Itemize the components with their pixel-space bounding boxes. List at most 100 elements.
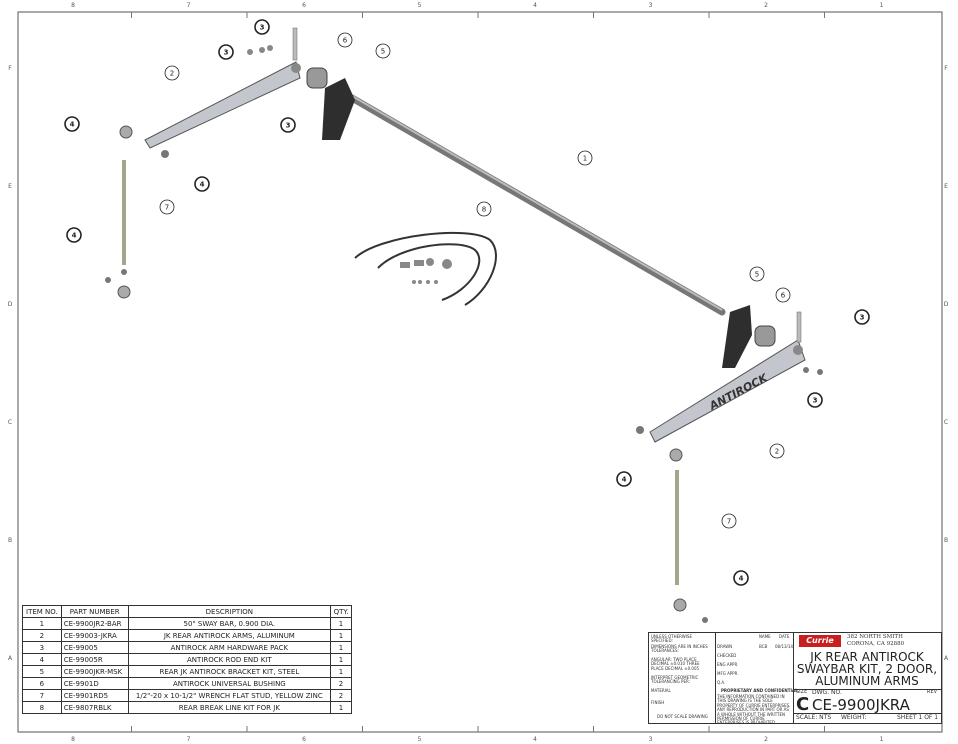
bom-cell: REAR JK ANTIROCK BRACKET KIT, STEEL [127,665,332,678]
right-arm [649,339,806,443]
bom-cell: 1 [330,641,352,654]
zone-column-label: 6 [302,736,306,743]
left-rod-end-bottom [117,285,131,299]
tb-dwg-label: DWG. NO. [812,689,842,696]
left-bracket [322,78,355,140]
zone-column-label: 5 [418,736,422,743]
bom-cell: 5 [22,665,62,678]
balloon-number: 1 [583,155,587,163]
balloon-8: 8 [476,201,492,217]
balloon-1: 1 [577,150,593,166]
bom-cell: 2 [330,677,352,690]
left-arm-bolt [291,63,301,73]
bom-cell: 1 [330,665,352,678]
bom-cell: 1 [330,629,352,642]
brake-line-hardware [400,258,452,284]
balloon-number: 3 [224,49,229,57]
sway-bar-highlight [351,95,723,311]
zone-row-label: C [8,419,12,426]
tb-mfg: MFG APPR. [717,671,739,676]
zone-row-label: D [944,301,949,308]
bom-cell: JK REAR ANTIROCK ARMS, ALUMINUM [127,629,332,642]
bom-header: QTY. [330,605,352,618]
bom-header: DESCRIPTION [127,605,332,618]
tb-name-header: NAME [759,634,771,639]
left-rod-end-top [119,125,133,139]
bom-cell: 2 [22,629,62,642]
right-rod-end-top [669,448,683,462]
tb-qa: Q.A. [717,680,726,685]
balloon-2: 2 [164,65,180,81]
bom-cell: CE-99003-JKRA [60,629,129,642]
balloon-6: 6 [775,287,791,303]
bom-cell: CE-9900JR2-BAR [60,617,129,630]
zone-row-label: A [944,655,949,662]
balloon-number: 2 [775,448,779,456]
balloon-number: 7 [727,518,731,526]
balloon-3: 3 [218,44,234,60]
balloon-circle [159,199,175,215]
bom-cell: 1 [330,701,352,714]
tb-eng: ENG APPR. [717,662,739,667]
zone-row-label: C [944,419,948,426]
balloon-circle [254,19,270,35]
balloon-2: 2 [769,443,785,459]
balloon-4: 4 [616,471,632,487]
balloon-3: 3 [854,309,870,325]
right-bolt [796,311,802,343]
bom-cell: 7 [22,689,62,702]
tb-weight: WEIGHT: [841,714,867,721]
balloon-circle [733,570,749,586]
tb-dims: DIMENSIONS ARE IN INCHES TOLERANCES: [651,644,708,654]
tb-address2: CORONA, CA 92880 [847,641,905,647]
zone-row-label: E [944,183,948,190]
bom-cell: 1 [330,617,352,630]
tb-size-label: SIZE [796,689,808,695]
bom-cell: CE-9901D [60,677,129,690]
bom-cell: ANTIROCK ROD END KIT [127,653,332,666]
zone-row-label: B [944,537,948,544]
tb-date-header: DATE [779,634,790,639]
balloon-number: 8 [482,206,486,214]
tb-angular: ANGULAR: TWO PLACE DECIMAL ±0.010 THREE … [651,657,700,671]
balloon-number: 5 [755,271,759,279]
bom-cell: 2 [330,689,352,702]
balloon-circle [775,287,791,303]
left-bushing [306,67,328,89]
sheet-border [17,11,943,733]
tb-rev-label: REV [927,689,938,695]
right-hardware [702,367,823,623]
balloon-4: 4 [66,227,82,243]
tb-sheet: SHEET 1 OF 1 [897,714,939,721]
balloon-5: 5 [749,266,765,282]
balloon-number: 4 [739,575,744,583]
balloon-4: 4 [733,570,749,586]
bom-cell: 4 [22,653,62,666]
bom-cell: REAR BREAK LINE KIT FOR JK [127,701,332,714]
balloon-circle [721,513,737,529]
currie-logo: Currie [799,635,841,647]
bom-cell: 50" SWAY BAR, 0.900 DIA. [127,617,332,630]
bom-cell: ANTIROCK UNIVERSAL BUSHING [127,677,332,690]
zone-column-label: 7 [187,736,191,743]
drawing-title-line: JK REAR ANTIROCK [810,650,924,664]
right-arm-bolt [793,345,803,355]
balloon-circle [66,227,82,243]
right-rod-end-bottom [673,598,687,612]
balloon-5: 5 [375,43,391,59]
bom-cell: 1 [22,617,62,630]
balloon-3: 3 [280,117,296,133]
balloon-4: 4 [64,116,80,132]
balloon-6: 6 [337,32,353,48]
left-jam-nuts [105,269,127,283]
bom-cell: 1/2"-20 x 10-1/2" WRENCH FLAT STUD, YELL… [127,689,332,702]
balloon-number: 2 [170,70,174,78]
balloon-circle [164,65,180,81]
